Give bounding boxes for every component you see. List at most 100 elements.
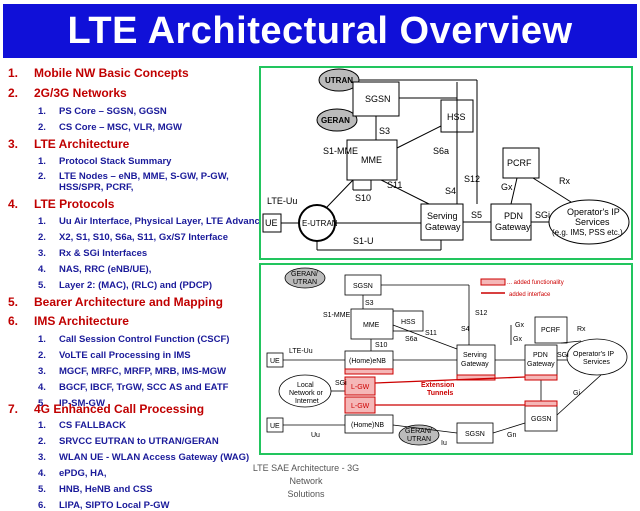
lte-architecture-diagram: UTRAN GERAN SGSN HSS MME PCRF Serving Ga… [259, 66, 633, 260]
pcrf-label: PCRF [507, 158, 532, 168]
subitem: 1.Call Session Control Function (CSCF) [38, 334, 230, 345]
lte-uu-label: LTE-Uu [267, 196, 297, 206]
pdn-label-2a: PDN [533, 352, 548, 359]
s5-label: S5 [471, 210, 482, 220]
sgw-label-2b: Gateway [461, 361, 489, 368]
serving-gw-label-2: Gateway [425, 222, 461, 232]
s11-label-2: S11 [425, 330, 437, 337]
operator-ip-ellipse-2 [566, 338, 628, 376]
section-6: 6.IMS Architecture [8, 314, 129, 328]
geran-utran-bottom-1: GERAN/ [405, 428, 432, 435]
geran-utran-top-2: UTRAN [293, 279, 317, 286]
subitem: 2.X2, S1, S10, S6a, S11, Gx/S7 Interface [38, 232, 228, 243]
iu-label: Iu [441, 440, 447, 447]
serving-gw-label-1: Serving [427, 211, 458, 221]
s3-label-2: S3 [365, 300, 374, 307]
sgsn-bottom-label: SGSN [465, 431, 485, 438]
s6a-label: S6a [433, 146, 449, 156]
lte-home-enb-diagram: GERAN/ UTRAN ... added functionality add… [259, 263, 633, 455]
legend-added-function-swatch [480, 278, 506, 286]
subitem: 4.NAS, RRC (eNB/UE), [38, 264, 152, 275]
sgi-label: SGi [535, 210, 550, 220]
subitem: 2.VoLTE call Processing in IMS [38, 350, 191, 361]
s4-label: S4 [445, 186, 456, 196]
course-outline: 1.Mobile NW Basic Concepts 2.2G/3G Netwo… [4, 64, 265, 511]
subitem: 5.Layer 2: (MAC), (RLC) and (PDCP) [38, 280, 213, 291]
lgw2-label: L-GW [351, 403, 370, 410]
ggsn-added-strip [524, 400, 558, 407]
pdn-gw-label-2: Gateway [495, 222, 531, 232]
gx-label: Gx [501, 182, 513, 192]
subitem: 2.LTE Nodes – eNB, MME, S-GW, P-GW,HSS/S… [38, 171, 229, 193]
geran-utran-cloud-top [284, 267, 326, 289]
subitem: 6.LIPA, SIPTO Local P-GW [38, 500, 170, 511]
extension-label-1: Extension [421, 382, 454, 389]
mme-label-2: MME [363, 322, 380, 329]
gn-label: Gn [507, 432, 516, 439]
ue-label: UE [265, 218, 278, 228]
pcrf-box-2 [534, 316, 568, 344]
operator-ip-label-3: (e.g. IMS, PSS etc.) [552, 228, 623, 237]
henb-label: (Home)eNB [349, 358, 386, 365]
ue1-label: UE [270, 358, 280, 365]
subitem: 4.ePDG, HA, [38, 468, 107, 479]
pcrf-box [502, 147, 540, 179]
mme-box [346, 139, 398, 181]
eutran-label: E-UTRAN [302, 219, 338, 228]
operator-ip-label-2a: Operator's IP [573, 351, 614, 358]
utran-label: UTRAN [325, 76, 353, 85]
operator-ip-label-2: Services [575, 217, 610, 227]
geran-utran-top-1: GERAN/ [291, 271, 318, 278]
geran-utran-cloud-bottom [398, 424, 440, 446]
hnb-label: (Home)NB [351, 422, 384, 429]
subitem: 4.BGCF, IBCF, TrGW, SCC AS and EATF [38, 382, 229, 393]
sgi-label-local: SGi [335, 380, 347, 387]
legend-added-interface: added interface [509, 292, 551, 298]
subitem: 2.CS Core – MSC, VLR, MGW [38, 122, 182, 133]
pdn-gw-box-2 [524, 344, 558, 376]
hss-label: HSS [447, 112, 466, 122]
section-4: 4.LTE Protocols [8, 197, 115, 211]
local-network-2: Network or [289, 390, 324, 397]
pdn-label-2b: Gateway [527, 361, 555, 368]
subitem: 1.PS Core – SGSN, GGSN [38, 106, 167, 117]
s1-u-label: S1-U [353, 236, 374, 246]
subitem: 1.Protocol Stack Summary [38, 156, 172, 167]
s3-label: S3 [379, 126, 390, 136]
sgsn-label: SGSN [365, 94, 391, 104]
subitem: 1.Uu Air Interface, Physical Layer, LTE … [38, 216, 266, 227]
mme-box-2 [350, 308, 394, 340]
geran-label: GERAN [321, 116, 350, 125]
geran-utran-bottom-2: UTRAN [407, 436, 431, 443]
s1-mme-label: S1-MME [323, 146, 358, 156]
subitem: 5.HNB, HeNB and CSS [38, 484, 153, 495]
ggsn-box [524, 404, 558, 432]
gi-label: Gi [573, 390, 580, 397]
legend-added-functionality: ... added functionality [507, 280, 564, 286]
subitem: 3.MGCF, MRFC, MRFP, MRB, IMS-MGW [38, 366, 227, 377]
s6a-label-2: S6a [405, 336, 418, 343]
section-5: 5.Bearer Architecture and Mapping [8, 295, 223, 309]
pcrf-label-2: PCRF [541, 327, 560, 334]
section-2: 2.2G/3G Networks [8, 86, 127, 100]
geran-cloud [316, 108, 358, 132]
s12-label-2: S12 [475, 310, 488, 317]
gx-label-2b: Gx [513, 336, 522, 343]
local-network-3: Internet [295, 398, 319, 405]
sgi-label-2: SGi [557, 352, 569, 359]
mme-label: MME [361, 155, 382, 165]
slide-title: LTE Architectural Overview [3, 4, 637, 58]
s10-label-2: S10 [375, 342, 388, 349]
hss-label-2: HSS [401, 319, 416, 326]
hnb-box [344, 414, 394, 434]
lte-uu-label-2: LTE-Uu [289, 348, 313, 355]
subitem: 5.IP-SM-GW [38, 398, 105, 409]
pdn-added-strip [524, 374, 558, 381]
lgw1-box [344, 376, 376, 396]
henb-added-strip [344, 368, 394, 375]
section-3: 3.LTE Architecture [8, 137, 130, 151]
subitem: 3.Rx & SGi Interfaces [38, 248, 148, 259]
s10-label: S10 [355, 193, 371, 203]
section-1: 1.Mobile NW Basic Concepts [8, 66, 189, 80]
subitem: 3.WLAN UE - WLAN Access Gateway (WAG) [38, 452, 250, 463]
